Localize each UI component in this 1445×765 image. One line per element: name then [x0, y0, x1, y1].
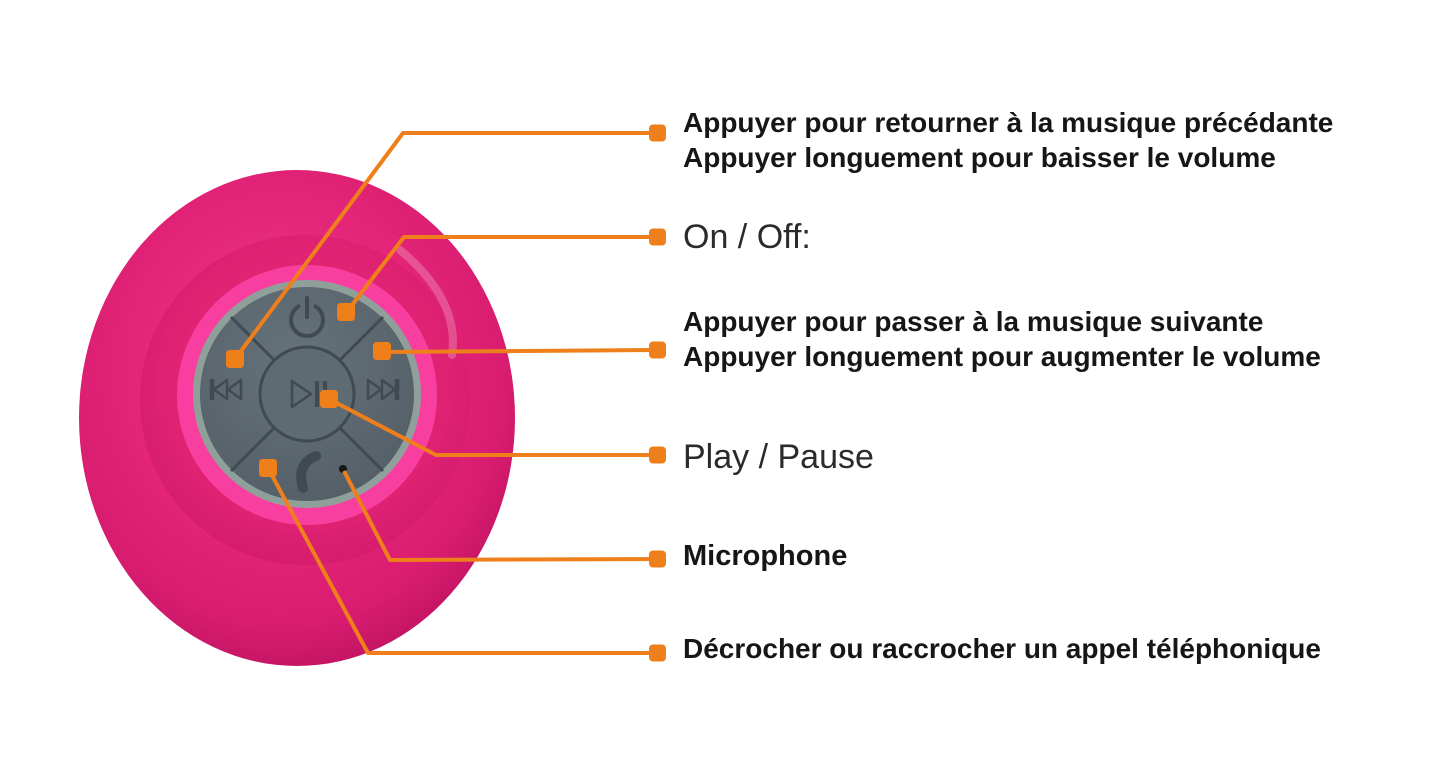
marker-label-previous-track	[649, 124, 666, 142]
annotation-line: Décrocher ou raccrocher un appel télépho…	[683, 633, 1321, 664]
annotation-line: On / Off:	[683, 218, 811, 256]
annotation-phone-call: Décrocher ou raccrocher un appel télépho…	[683, 631, 1321, 666]
annotation-line: Microphone	[683, 540, 848, 572]
marker-previous-track-button	[226, 350, 244, 368]
center-button	[258, 345, 356, 443]
connector-line-next-track	[382, 348, 658, 354]
connector-line-previous-track	[233, 131, 657, 361]
annotation-line: Play / Pause	[683, 438, 874, 476]
marker-play-pause-button	[320, 390, 338, 408]
connector-line-phone-call	[266, 467, 657, 655]
annotation-line: Appuyer pour retourner à la musique préc…	[683, 107, 1334, 138]
annotation-previous-track: Appuyer pour retourner à la musique préc…	[683, 105, 1333, 175]
button-dividers	[229, 315, 385, 473]
marker-label-next-track	[649, 341, 666, 359]
marker-power-button	[337, 303, 355, 321]
phone-icon	[296, 451, 321, 493]
annotation-microphone: Microphone	[683, 538, 847, 574]
previous-track-icon	[209, 378, 243, 401]
marker-label-power	[649, 228, 666, 246]
marker-phone-button	[259, 459, 277, 477]
annotation-next-track: Appuyer pour passer à la musique suivant…	[683, 304, 1321, 374]
annotation-line: Appuyer longuement pour augmenter le vol…	[683, 341, 1321, 372]
annotation-line: Appuyer longuement pour baisser le volum…	[683, 142, 1276, 173]
next-track-icon	[366, 378, 400, 401]
power-icon	[289, 296, 325, 338]
marker-label-phone-call	[649, 644, 666, 662]
marker-next-track-button	[373, 342, 391, 360]
annotation-play-pause: Play / Pause	[683, 437, 874, 477]
dome-highlight	[396, 246, 457, 359]
annotation-line: Appuyer pour passer à la musique suivant…	[683, 306, 1264, 337]
marker-label-play-pause	[649, 446, 666, 464]
annotation-power: On / Off:	[683, 217, 811, 257]
connector-line-microphone	[342, 470, 658, 562]
marker-label-microphone	[649, 550, 666, 568]
connector-line-power	[344, 235, 657, 315]
connector-line-play-pause	[328, 397, 657, 457]
